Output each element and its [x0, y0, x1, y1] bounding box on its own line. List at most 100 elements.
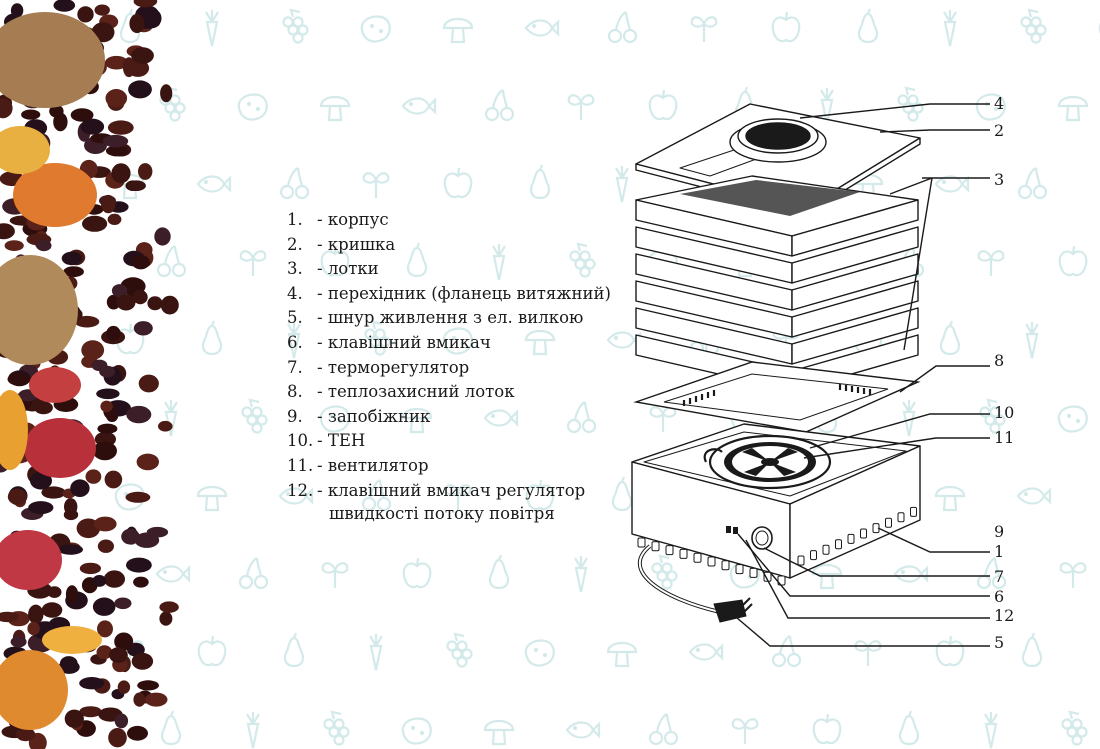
legend-item-text: - корпус	[317, 210, 389, 229]
cherry-icon	[648, 712, 679, 746]
vent-slot	[749, 567, 758, 578]
raisin	[34, 401, 53, 415]
tray	[635, 307, 919, 365]
vent-slot	[860, 528, 867, 539]
carrot-icon	[983, 710, 999, 749]
legend-item: 9. - запобіжник	[287, 405, 627, 430]
legend-item: 8. - теплозахисний лоток	[287, 380, 627, 405]
raisin	[114, 632, 134, 651]
legend-item-text: - шнур живлення з ел. вилкою	[317, 308, 584, 328]
raisin	[91, 359, 108, 371]
flange	[729, 118, 827, 163]
raisin	[160, 84, 173, 103]
dried-fruit-piece	[0, 126, 50, 174]
raisin	[104, 470, 123, 489]
raisin	[80, 118, 105, 135]
vent-slot	[707, 556, 716, 567]
raisin	[114, 713, 129, 729]
grapes-icon	[323, 710, 350, 746]
raisin	[61, 251, 83, 266]
potato-icon	[401, 717, 432, 745]
sprout-icon	[321, 562, 349, 590]
legend-item-text: - теплозахисний лоток	[317, 382, 515, 402]
legend-item-number: 3.	[287, 259, 303, 279]
vent-slot	[822, 544, 830, 555]
raisin	[133, 692, 146, 707]
fish-icon	[401, 97, 437, 115]
raisin	[58, 544, 83, 555]
raisin	[133, 576, 149, 588]
raisin	[53, 112, 68, 132]
raisin	[96, 645, 113, 660]
carrot-icon	[368, 632, 384, 672]
vent-slot	[910, 506, 917, 517]
raisin	[131, 255, 150, 270]
raisin	[106, 325, 121, 341]
legend-item: 3.- лотки	[287, 257, 627, 282]
dried-fruit-piece	[0, 12, 105, 108]
raisin	[116, 294, 136, 311]
dried-fruit-piece	[0, 650, 68, 730]
raisin	[85, 469, 102, 484]
dehydrator-exploded-diagram	[631, 103, 990, 647]
raisin	[77, 6, 94, 23]
legend-item-number: 2.	[287, 234, 303, 254]
legend-item-text: - ТЕН	[317, 431, 366, 451]
apple-icon	[771, 10, 801, 43]
legend-item-number: 4.	[287, 283, 303, 303]
mushroom-icon	[442, 17, 474, 44]
raisin	[58, 660, 80, 674]
legend-item-number: 8.	[287, 382, 303, 402]
apple-icon	[1058, 244, 1088, 277]
raisin	[158, 420, 173, 432]
vent-slot	[665, 545, 674, 556]
raisin	[94, 4, 110, 16]
raisin	[133, 321, 153, 336]
sprout-icon	[362, 172, 390, 200]
pear-icon	[529, 163, 551, 200]
raisin	[74, 315, 100, 328]
raisin	[105, 145, 129, 157]
legend-item-number: 9.	[287, 406, 303, 426]
legend-item-number: 12.	[287, 480, 314, 500]
raisin	[103, 570, 125, 588]
fish-icon	[196, 175, 232, 193]
raisin	[0, 611, 19, 623]
raisin	[159, 611, 173, 626]
raisin	[137, 680, 160, 691]
legend-item-12-continuation: швидкості потоку повітря	[329, 504, 555, 524]
raisin	[127, 725, 148, 741]
raisin	[160, 295, 179, 315]
tray	[635, 175, 919, 257]
carrot-icon	[942, 8, 958, 48]
raisin	[147, 296, 163, 311]
pear-icon	[898, 709, 920, 746]
raisin	[28, 501, 54, 515]
raisin	[136, 453, 159, 471]
apple-icon	[812, 712, 842, 745]
fish-icon	[565, 721, 601, 739]
raisin	[138, 163, 153, 180]
raisin	[154, 227, 171, 246]
raisin	[132, 290, 148, 305]
legend-item-text: - клавішний вмикач регулятор	[317, 480, 586, 500]
legend-item-number: 7.	[287, 357, 303, 377]
legend-item-text: - запобіжник	[317, 406, 431, 426]
vent-slot	[797, 555, 805, 566]
raisin	[114, 597, 132, 610]
vent-slot	[735, 564, 744, 575]
raisin	[63, 266, 84, 278]
legend-item-number: 6.	[287, 332, 303, 352]
vent-slot	[651, 541, 660, 552]
legend-item: 12.- клавішний вмикач регулятор	[287, 479, 627, 504]
callout-5: 5	[994, 633, 1005, 652]
potato-icon	[360, 15, 391, 43]
raisin	[79, 706, 102, 718]
raisin	[134, 532, 160, 548]
legend-item-text: - кришка	[317, 234, 396, 254]
leader-lines	[729, 103, 990, 647]
mushroom-icon	[483, 719, 515, 746]
raisin	[101, 194, 116, 214]
power-cord	[637, 544, 753, 623]
